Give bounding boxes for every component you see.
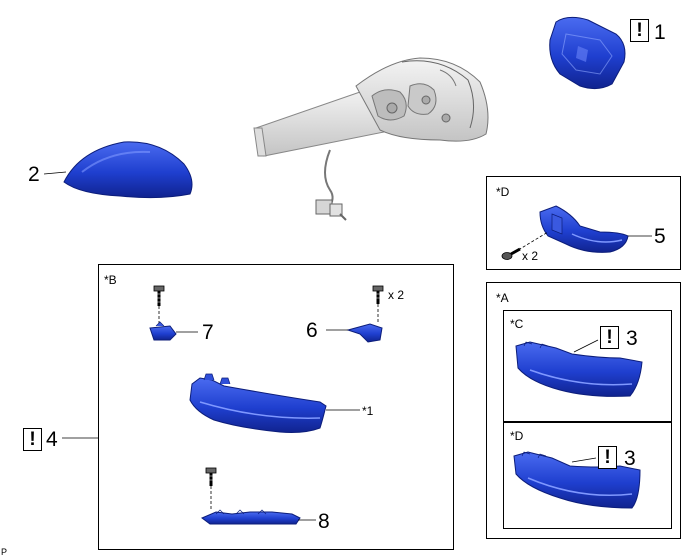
leader-line xyxy=(571,457,597,463)
leader-line xyxy=(43,171,67,175)
screw-quantity-5: x 2 xyxy=(522,249,539,263)
mirror-assembly-body xyxy=(253,57,489,221)
turn-signal-lamp-variant-c xyxy=(515,341,643,397)
part-number-4: 4 xyxy=(46,428,58,451)
frame-d-top xyxy=(486,176,681,270)
bracket-part xyxy=(346,323,383,343)
frame-label-c: *C xyxy=(510,317,524,331)
warning-icon: ! xyxy=(630,19,649,42)
part-number-8: 8 xyxy=(318,510,330,533)
part-number-2: 2 xyxy=(28,163,40,186)
part-number-3-variant-d: 3 xyxy=(624,447,636,470)
part-number-3-variant-c: 3 xyxy=(626,327,638,350)
warning-icon: ! xyxy=(600,326,619,349)
frame-c xyxy=(503,310,672,422)
screw-part xyxy=(372,285,384,324)
screw-part xyxy=(501,231,549,260)
frame-a xyxy=(486,282,681,539)
part-number-5: 5 xyxy=(654,225,666,248)
part-number-7: 7 xyxy=(202,321,214,344)
part-number-6: 6 xyxy=(306,319,318,342)
frame-b xyxy=(98,264,454,550)
callout-star-1: *1 xyxy=(362,404,374,418)
warning-icon: ! xyxy=(598,446,617,469)
part-number-1: 1 xyxy=(654,21,666,44)
turn-signal-housing-part xyxy=(539,205,629,253)
screw-quantity-6: x 2 xyxy=(388,288,405,302)
corner-code: P xyxy=(1,547,8,557)
frame-label-a: *A xyxy=(496,291,509,305)
bracket-part xyxy=(149,321,177,341)
turn-signal-lamp-variant-d xyxy=(513,451,641,509)
frame-d-bottom xyxy=(503,422,672,529)
turn-signal-lamp-part xyxy=(189,373,327,433)
lower-cover-part xyxy=(201,509,301,525)
leader-line xyxy=(573,339,599,353)
mirror-glass-part xyxy=(549,16,626,90)
frame-label-d-bottom: *D xyxy=(510,429,524,443)
warning-icon: ! xyxy=(23,428,42,451)
screw-part xyxy=(205,467,217,510)
mirror-cover-part xyxy=(63,141,193,199)
frame-label-b: *B xyxy=(104,273,117,287)
frame-label-d-top: *D xyxy=(496,185,510,199)
